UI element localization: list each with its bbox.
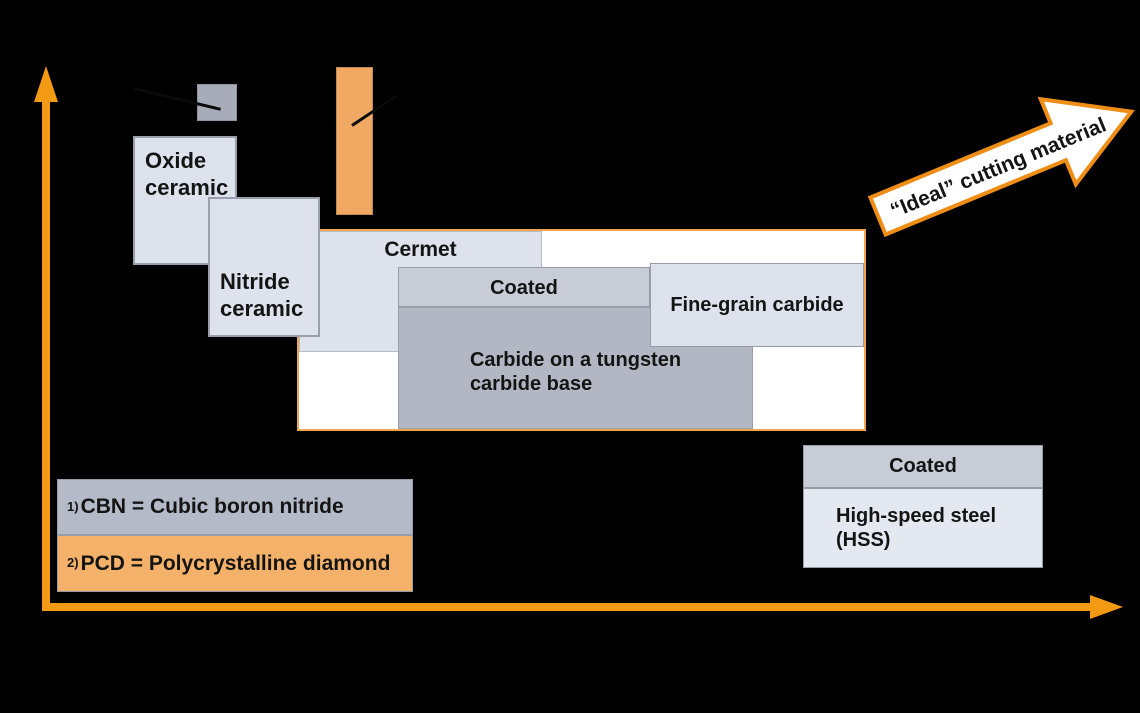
carbide-base-label: Carbide on a tungsten carbide base	[398, 348, 753, 397]
fine-grain-carbide-box: Fine-grain carbide	[650, 263, 864, 347]
legend-pcd-text: PCD = Polycrystalline diamond	[80, 551, 391, 575]
cbn-marker-box	[197, 84, 237, 121]
ideal-arrow-shape	[867, 96, 1136, 238]
nitride-ceramic-box: Nitride ceramic	[208, 197, 320, 337]
fine-grain-carbide-label: Fine-grain carbide	[670, 293, 844, 316]
x-axis-arrowhead-icon	[1090, 595, 1123, 619]
nitride-ceramic-label: Nitride ceramic	[220, 269, 304, 322]
hss-box: High-speed steel (HSS)	[803, 488, 1043, 568]
legend-pcd-superscript: 2)	[67, 555, 79, 570]
y-axis-line	[42, 98, 50, 610]
legend-row-cbn: 1) CBN = Cubic boron nitride	[57, 479, 413, 535]
legend-cbn-superscript: 1)	[67, 498, 79, 514]
coated-carbide-label: Coated	[490, 277, 558, 299]
pcd-marker-bar	[336, 67, 373, 215]
legend-row-pcd: 2) PCD = Polycrystalline diamond	[57, 535, 413, 592]
hss-coated-label: Coated	[889, 455, 957, 478]
y-axis-arrowhead-icon	[34, 66, 58, 102]
cermet-label: Cermet	[384, 238, 457, 261]
ideal-cutting-material-arrow: “Ideal” cutting material	[867, 96, 1136, 238]
legend-cbn-text: CBN = Cubic boron nitride	[80, 495, 344, 518]
x-axis-line	[42, 603, 1090, 611]
hss-coated-header: Coated	[803, 445, 1043, 488]
hss-label: High-speed steel (HSS)	[836, 504, 997, 551]
coated-carbide-box	[398, 267, 650, 307]
carbide-base-label-text: Carbide on a tungsten carbide base	[469, 349, 682, 396]
oxide-ceramic-label: Oxide ceramic	[145, 148, 229, 200]
